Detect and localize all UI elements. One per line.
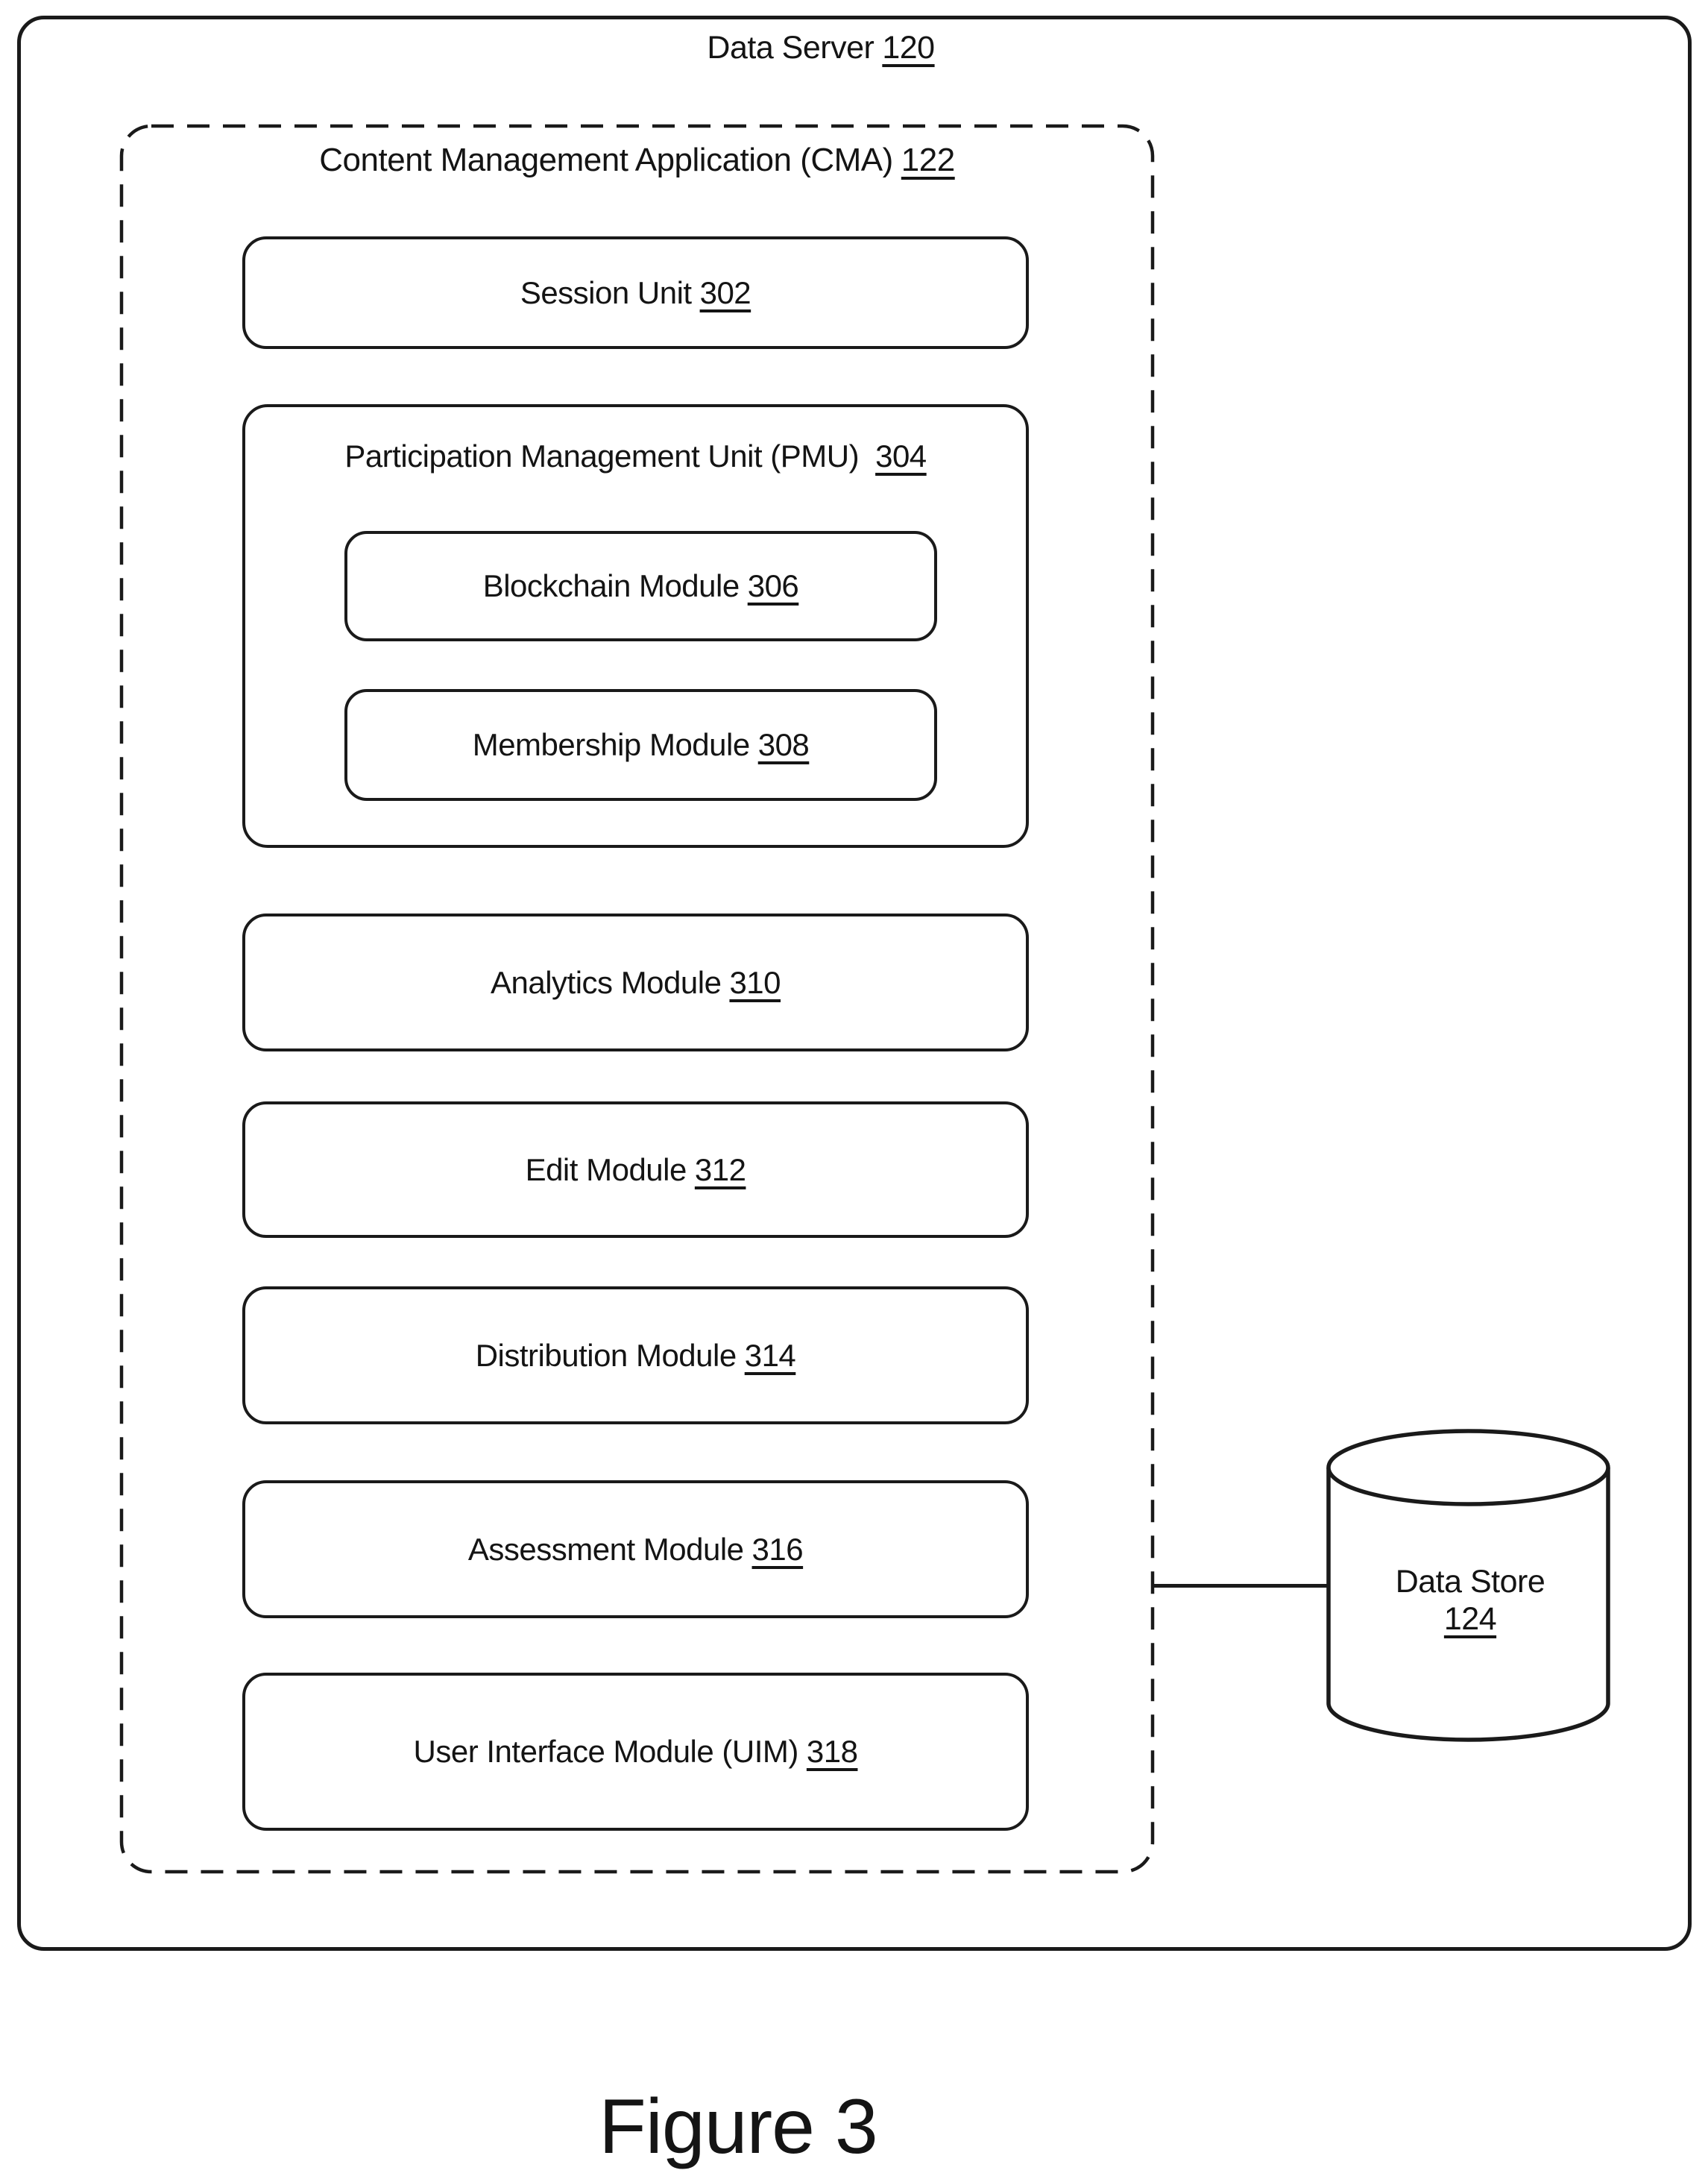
data-store-name: Data Store (1395, 1564, 1545, 1600)
module-ref: 308 (757, 727, 810, 762)
module-ref: 306 (747, 568, 799, 603)
module-user-interface: User Interface Module (UIM)318 (242, 1673, 1029, 1831)
data-server-ref: 120 (882, 30, 935, 66)
module-ref: 302 (699, 274, 751, 310)
module-ref: 304 (875, 438, 927, 474)
data-store-ref: 124 (1443, 1601, 1497, 1637)
module-ref: 314 (744, 1337, 796, 1373)
cma-label: Content Management Application (CMA) (319, 142, 893, 178)
module-label: User Interface Module (UIM) (413, 1734, 799, 1769)
data-server-label: Data Server (707, 30, 875, 66)
data-server-box (17, 16, 1692, 1951)
module-ref: 316 (751, 1531, 804, 1567)
module-label: Membership Module (472, 727, 751, 762)
data-store-label: Data Store 124 (1325, 1563, 1616, 1638)
module-label: Session Unit (520, 274, 692, 310)
module-label: Participation Management Unit (PMU) (344, 438, 860, 474)
module-label: Analytics Module (490, 964, 722, 1000)
figure-caption: Figure 3 (599, 2084, 878, 2170)
module-label: Assessment Module (467, 1531, 744, 1567)
module-label: Distribution Module (475, 1337, 737, 1373)
cma-title: Content Management Application (CMA)122 (120, 142, 1154, 179)
module-label: Edit Module (525, 1151, 687, 1187)
cma-dashed-box (119, 124, 1155, 1874)
module-ref: 318 (806, 1734, 858, 1769)
cma-ref: 122 (901, 142, 955, 178)
module-label: Blockchain Module (482, 568, 740, 603)
module-ref: 312 (694, 1151, 746, 1187)
database-cylinder (1326, 1429, 1610, 1742)
module-ref: 310 (729, 964, 781, 1000)
